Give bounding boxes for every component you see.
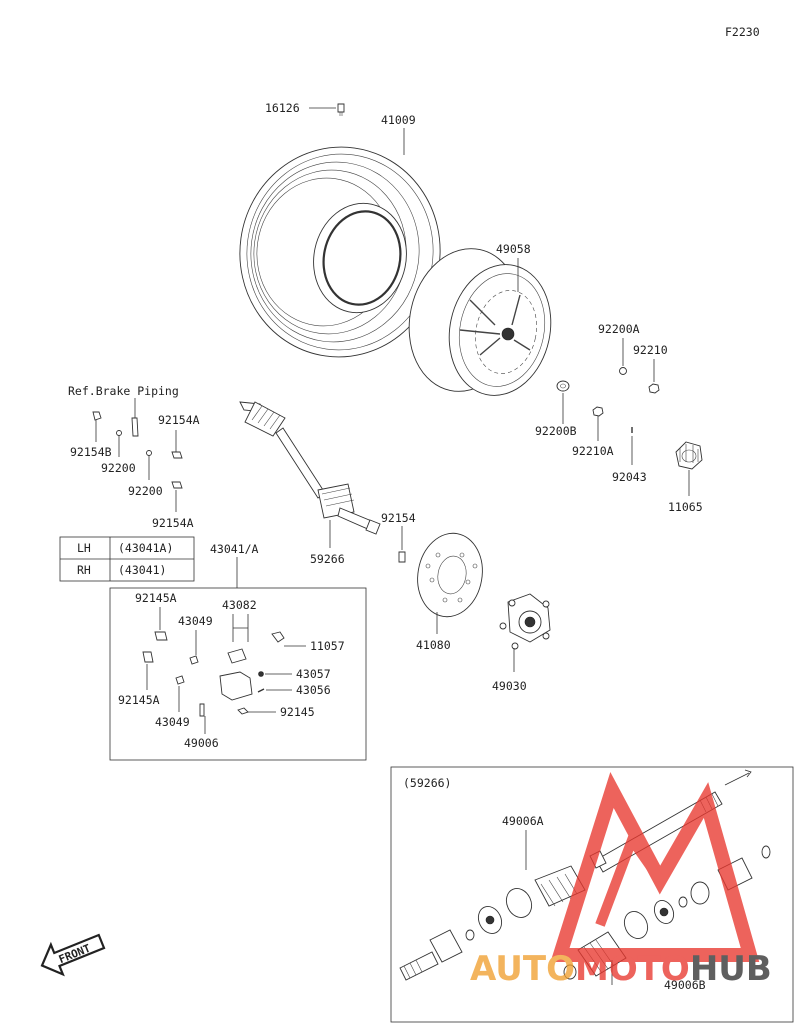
callout-49006: 49006 [184,736,219,750]
brake-clips [92,411,183,489]
callout-16126: 16126 [265,101,300,115]
callout-92200B: 92200B [535,424,577,438]
callout-49030: 49030 [492,679,527,693]
bolt-92154 [398,551,406,563]
callout-43056: 43056 [296,683,331,697]
callout-92145: 92145 [280,705,315,719]
nut-92200A [619,367,627,375]
wheel-49058 [408,248,552,396]
ref-brake-piping: Ref.Brake Piping [68,384,179,398]
callout-92145A-bot: 92145A [118,693,160,707]
valve-16126 [337,103,345,116]
callout-92154: 92154 [381,511,416,525]
table-lh-side: LH [77,541,91,555]
callout-92145A-top: 92145A [135,591,177,605]
washer-92200B [556,380,570,392]
hub-49030 [499,593,551,650]
callout-92210: 92210 [633,343,668,357]
callout-92043: 92043 [612,470,647,484]
callout-43049-bot: 43049 [155,715,190,729]
caliper-box [109,587,367,761]
figure-code: F2230 [725,25,760,39]
callout-92154B: 92154B [70,445,112,459]
front-arrow: FRONT [40,933,106,977]
drive-shaft-59266 [239,401,381,535]
table-rh-side: RH [77,563,91,577]
callout-43041: 43041/A [210,542,259,556]
watermark-auto: AUTO [470,949,575,989]
table-lh-part: (43041A) [118,541,173,555]
callout-92200-a: 92200 [101,461,136,475]
callout-11057: 11057 [310,639,345,653]
callout-92200-b: 92200 [128,484,163,498]
callout-43057: 43057 [296,667,331,681]
watermark-hub: HUB [690,949,772,989]
callout-41009: 41009 [381,113,416,127]
callout-49006A: 49006A [502,814,544,828]
callout-11065: 11065 [668,500,703,514]
watermark-logo: AUTOMOTOHUB [470,772,772,989]
callout-92200A: 92200A [598,322,640,336]
table-rh-part: (43041) [118,563,166,577]
nut-11065 [675,441,703,470]
callout-92210A: 92210A [572,444,614,458]
watermark-moto: MOTO [575,949,690,989]
nut-92210 [648,383,660,394]
inset-title: (59266) [403,776,451,790]
callout-59266: 59266 [310,552,345,566]
caliper-parts [142,631,285,717]
callout-43049-top: 43049 [178,614,213,628]
callout-43082: 43082 [222,598,257,612]
nut-92210A [592,406,604,417]
callout-41080: 41080 [416,638,451,652]
watermark-text: AUTOMOTOHUB [470,949,772,989]
tire-41009 [239,146,441,358]
callout-49058: 49058 [496,242,531,256]
brake-disc-41080 [417,532,483,618]
callout-49006B: 49006B [664,978,706,992]
callout-92154A-bot: 92154A [152,516,194,530]
callout-92154A-top: 92154A [158,413,200,427]
side-table: LH (43041A) RH (43041) [59,536,195,582]
